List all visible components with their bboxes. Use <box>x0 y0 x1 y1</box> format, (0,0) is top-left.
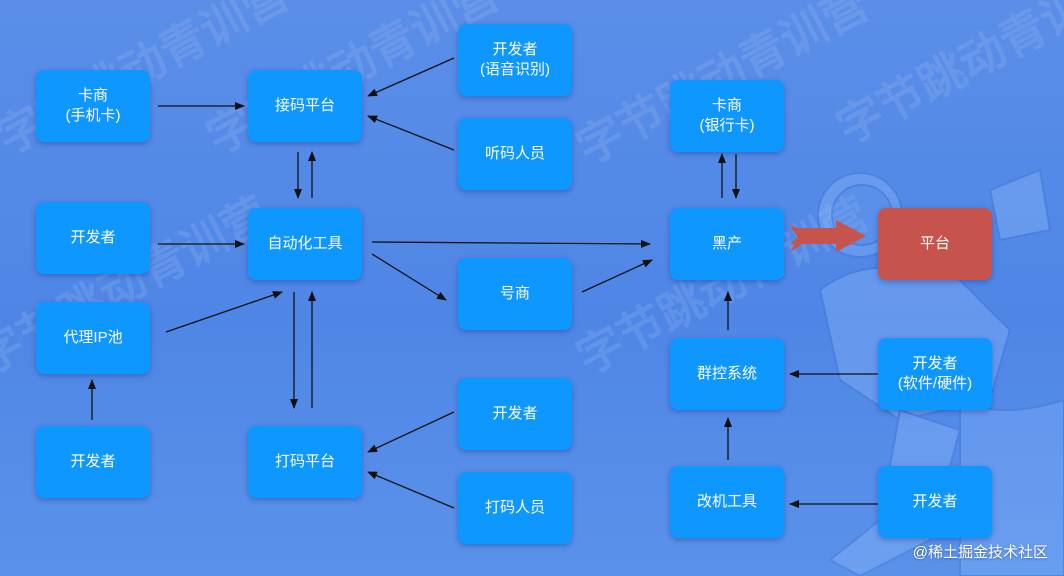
arrow-devcaptcha-to-captcha <box>367 411 455 453</box>
node-developer-modify: 开发者 <box>878 466 992 538</box>
node-label: 开发者 <box>912 493 958 510</box>
node-label: 开发者 <box>70 229 116 246</box>
node-label: 号商 <box>499 285 530 302</box>
node-label: 开发者 <box>492 405 538 422</box>
node-sublabel: (语音识别) <box>480 61 550 78</box>
node-label: 打码人员 <box>484 499 545 516</box>
node-label: 平台 <box>919 235 950 252</box>
node-captcha-worker: 打码人员 <box>458 472 572 544</box>
node-device-modify-tool: 改机工具 <box>670 466 784 538</box>
node-label: 群控系统 <box>696 365 757 382</box>
node-card-dealer-bank: 卡商 (银行卡) <box>670 80 784 152</box>
node-label: 卡商 <box>711 97 742 114</box>
node-platform: 平台 <box>878 208 992 280</box>
node-group-control-system: 群控系统 <box>670 338 784 410</box>
arrow-devvoice-to-code <box>367 57 455 97</box>
node-label: 打码平台 <box>274 453 335 470</box>
node-proxy-ip-pool: 代理IP池 <box>36 302 150 374</box>
node-code-listener: 听码人员 <box>458 118 572 190</box>
node-label: 开发者 <box>492 41 538 58</box>
arrow-worker-to-captcha <box>367 471 455 509</box>
node-card-dealer-sim: 卡商 (手机卡) <box>36 70 150 142</box>
arrow-number-to-black <box>581 259 653 293</box>
node-developer-sw-hw: 开发者 (软件/硬件) <box>878 338 992 410</box>
footer-credit: @稀土掘金技术社区 <box>912 544 1048 561</box>
node-label: 开发者 <box>70 453 116 470</box>
node-developer-voice: 开发者 (语音识别) <box>458 24 572 96</box>
node-sublabel: (软件/硬件) <box>897 375 973 392</box>
node-developer-tool: 开发者 <box>36 202 150 274</box>
node-label: 开发者 <box>912 355 958 372</box>
node-black-market: 黑产 <box>670 208 784 280</box>
node-label: 接码平台 <box>274 97 335 114</box>
node-label: 听码人员 <box>484 145 545 162</box>
node-label: 代理IP池 <box>63 329 123 346</box>
node-developer-ip: 开发者 <box>36 426 150 498</box>
node-code-receiving-platform: 接码平台 <box>248 70 362 142</box>
arrow-auto-to-number <box>371 253 447 301</box>
node-label: 自动化工具 <box>267 235 343 252</box>
node-label: 黑产 <box>711 235 742 252</box>
node-sublabel: (手机卡) <box>65 107 121 124</box>
arrow-ip-to-auto <box>165 291 283 333</box>
node-developer-captcha: 开发者 <box>458 378 572 450</box>
arrow-listener-to-code <box>367 115 455 151</box>
node-captcha-platform: 打码平台 <box>248 426 362 498</box>
node-automation-tool: 自动化工具 <box>248 208 362 280</box>
node-number-dealer: 号商 <box>458 258 572 330</box>
node-label: 改机工具 <box>696 493 757 510</box>
node-label: 卡商 <box>77 87 108 104</box>
arrow-black-to-platform <box>790 220 866 252</box>
node-sublabel: (银行卡) <box>699 117 755 134</box>
arrow-auto-to-black <box>371 239 651 248</box>
